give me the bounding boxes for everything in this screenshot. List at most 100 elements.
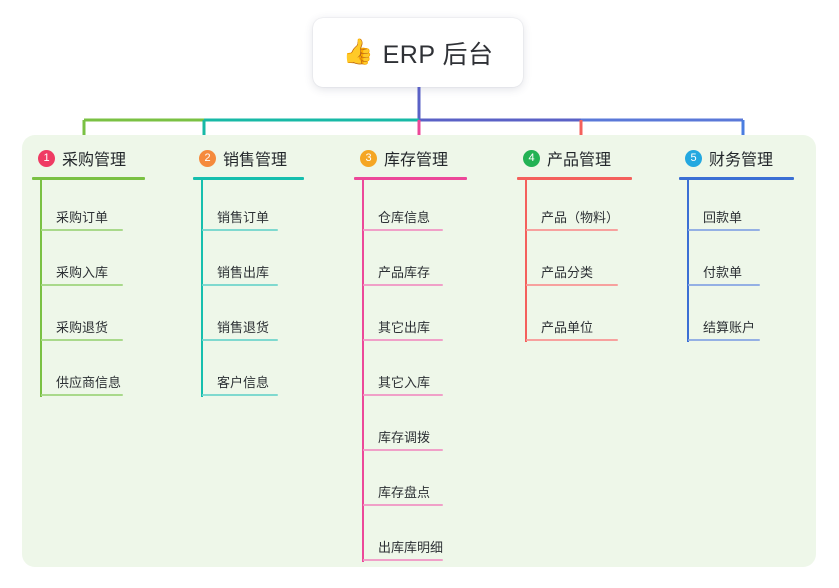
list-item-label: 产品分类 [541, 265, 594, 280]
list-item-rule [688, 229, 760, 231]
column-1: 1 采购管理采购订单采购入库采购退货供应商信息 [32, 145, 145, 400]
list-item-label: 出库库明细 [378, 540, 444, 555]
branch-panel [22, 135, 816, 567]
column-rule-1 [32, 177, 145, 180]
column-badge-2: 2 [199, 149, 216, 167]
item-list-1: 采购订单采购入库采购退货供应商信息 [32, 180, 145, 400]
column-header-3[interactable]: 3 库存管理 [354, 145, 467, 171]
list-item-label: 产品库存 [378, 265, 431, 280]
list-item-rule [363, 339, 443, 341]
root-title: ERP 后台 [382, 40, 494, 69]
column-badge-1: 1 [38, 149, 55, 167]
item-list-5: 回款单付款单结算账户 [679, 180, 794, 345]
list-item-label: 产品单位 [541, 320, 594, 335]
list-item-rule [363, 229, 443, 231]
list-item-label: 库存调拨 [378, 430, 431, 445]
list-item-rule [202, 339, 278, 341]
list-item-label: 回款单 [703, 210, 743, 225]
column-5: 5 财务管理回款单付款单结算账户 [679, 145, 794, 345]
list-item[interactable]: 出库库明细 [354, 510, 467, 565]
list-item-label: 供应商信息 [56, 375, 122, 390]
list-item[interactable]: 产品分类 [517, 235, 632, 290]
item-list-3: 仓库信息产品库存其它出库其它入库库存调拨库存盘点出库库明细 [354, 180, 467, 565]
list-item-rule [41, 229, 123, 231]
list-item-rule [363, 449, 443, 451]
list-item-label: 仓库信息 [378, 210, 431, 225]
list-item-label: 其它出库 [378, 320, 431, 335]
column-header-2[interactable]: 2 销售管理 [193, 145, 304, 171]
column-title-3: 库存管理 [384, 152, 449, 169]
column-header-4[interactable]: 4 产品管理 [517, 145, 632, 171]
column-title-5: 财务管理 [709, 152, 774, 169]
item-spine-4 [525, 180, 527, 342]
list-item-rule [363, 394, 443, 396]
list-item-label: 库存盘点 [378, 485, 431, 500]
column-title-2: 销售管理 [223, 152, 288, 169]
list-item-label: 付款单 [703, 265, 743, 280]
list-item-rule [363, 284, 443, 286]
list-item[interactable]: 客户信息 [193, 345, 304, 400]
column-badge-4: 4 [523, 149, 540, 167]
list-item-rule [526, 229, 618, 231]
column-header-1[interactable]: 1 采购管理 [32, 145, 145, 171]
list-item-label: 销售出库 [217, 265, 270, 280]
column-rule-3 [354, 177, 467, 180]
list-item-rule [41, 284, 123, 286]
list-item-label: 其它入库 [378, 375, 431, 390]
column-title-1: 采购管理 [62, 152, 127, 169]
list-item-rule [202, 394, 278, 396]
column-2: 2 销售管理销售订单销售出库销售退货客户信息 [193, 145, 304, 400]
list-item-label: 客户信息 [217, 375, 270, 390]
column-badge-5: 5 [685, 149, 702, 167]
column-rule-5 [679, 177, 794, 180]
column-badge-3: 3 [360, 149, 377, 167]
list-item[interactable]: 付款单 [679, 235, 794, 290]
root-node[interactable]: 👍 ERP 后台 [313, 18, 523, 87]
list-item-label: 采购入库 [56, 265, 109, 280]
list-item[interactable]: 销售订单 [193, 180, 304, 235]
column-header-5[interactable]: 5 财务管理 [679, 145, 794, 171]
list-item-label: 采购订单 [56, 210, 109, 225]
list-item[interactable]: 销售出库 [193, 235, 304, 290]
column-rule-2 [193, 177, 304, 180]
list-item-rule [526, 284, 618, 286]
column-title-4: 产品管理 [547, 152, 612, 169]
item-list-2: 销售订单销售出库销售退货客户信息 [193, 180, 304, 400]
item-spine-2 [201, 180, 203, 397]
list-item[interactable]: 结算账户 [679, 290, 794, 345]
list-item[interactable]: 仓库信息 [354, 180, 467, 235]
list-item-label: 销售订单 [217, 210, 270, 225]
list-item-rule [202, 284, 278, 286]
list-item[interactable]: 库存盘点 [354, 455, 467, 510]
list-item[interactable]: 采购退货 [32, 290, 145, 345]
list-item[interactable]: 产品（物料） [517, 180, 632, 235]
item-list-4: 产品（物料） 产品分类产品单位 [517, 180, 632, 345]
list-item-rule [363, 559, 443, 561]
list-item[interactable]: 回款单 [679, 180, 794, 235]
list-item[interactable]: 其它入库 [354, 345, 467, 400]
list-item-rule [688, 339, 760, 341]
thumbs-up-icon: 👍 [342, 38, 374, 66]
item-spine-3 [362, 180, 364, 562]
list-item-label: 采购退货 [56, 320, 109, 335]
list-item-rule [41, 394, 123, 396]
list-item[interactable]: 采购入库 [32, 235, 145, 290]
list-item-rule [688, 284, 760, 286]
item-spine-5 [687, 180, 689, 342]
column-4: 4 产品管理产品（物料） 产品分类产品单位 [517, 145, 632, 345]
column-rule-4 [517, 177, 632, 180]
list-item[interactable]: 产品库存 [354, 235, 467, 290]
list-item-rule [526, 339, 618, 341]
list-item[interactable]: 库存调拨 [354, 400, 467, 455]
list-item[interactable]: 销售退货 [193, 290, 304, 345]
list-item-rule [41, 339, 123, 341]
column-3: 3 库存管理仓库信息产品库存其它出库其它入库库存调拨库存盘点出库库明细 [354, 145, 467, 565]
list-item[interactable]: 产品单位 [517, 290, 632, 345]
list-item-rule [202, 229, 278, 231]
item-spine-1 [40, 180, 42, 397]
list-item[interactable]: 采购订单 [32, 180, 145, 235]
list-item[interactable]: 供应商信息 [32, 345, 145, 400]
list-item[interactable]: 其它出库 [354, 290, 467, 345]
list-item-label: 结算账户 [703, 320, 756, 335]
